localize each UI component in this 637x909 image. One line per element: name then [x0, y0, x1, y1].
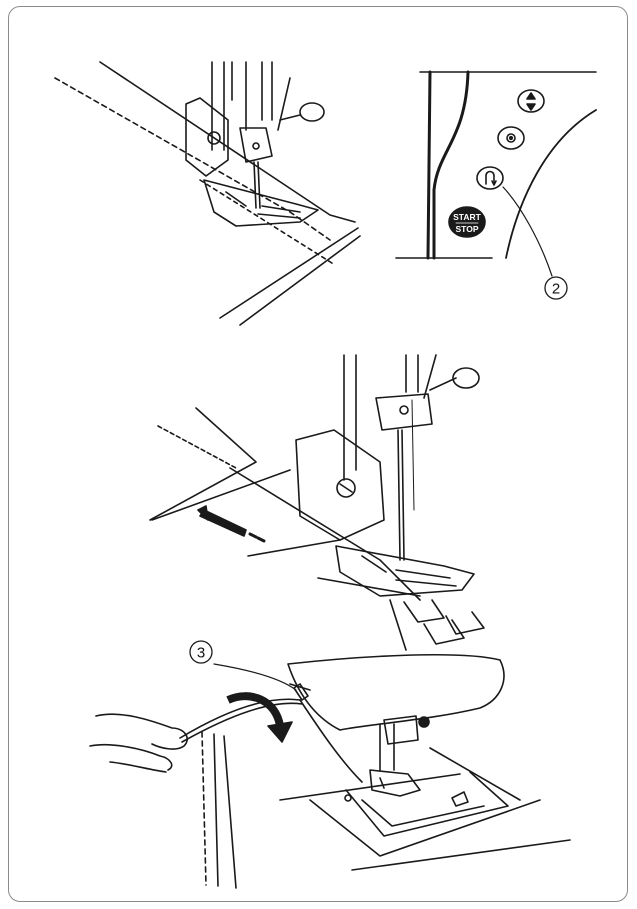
figure-control-panel — [395, 70, 597, 277]
figure-presser-foot-middle — [149, 354, 485, 651]
start-label: START — [453, 212, 482, 222]
callout-circle-3 — [189, 640, 213, 664]
needle-up-down-icon — [526, 92, 536, 100]
callout-circle-2 — [544, 276, 568, 300]
start-stop-button — [448, 206, 486, 238]
figure-thread-cutter — [89, 653, 571, 889]
lock-stitch-icon — [506, 133, 516, 143]
reverse-stitch-icon — [485, 170, 495, 185]
stop-label: STOP — [456, 224, 479, 234]
callout-label-2: 2 — [552, 281, 560, 298]
figure-presser-foot-top — [54, 61, 361, 326]
callout-label-3: 3 — [197, 645, 205, 662]
page-border — [8, 6, 628, 902]
